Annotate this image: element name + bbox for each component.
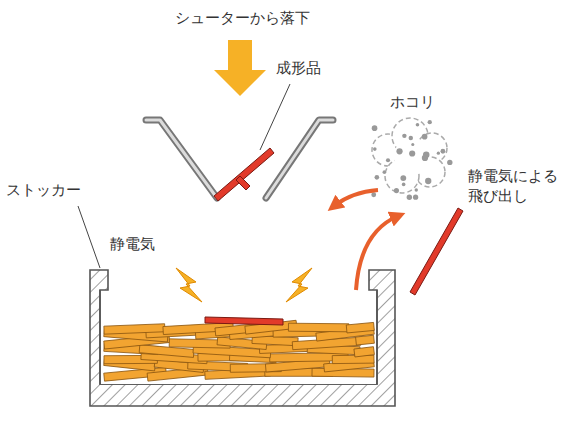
dust-dot [383, 170, 387, 174]
dust-dot [411, 143, 414, 146]
dust-dot [437, 152, 440, 155]
dust-dot [375, 175, 380, 180]
dust-dots [371, 120, 452, 200]
leader-line [78, 206, 100, 268]
dust-dot [402, 134, 406, 138]
label: 成形品 [276, 58, 321, 78]
dust-dot [372, 125, 378, 131]
dust-dot [402, 183, 406, 187]
dust-dot [407, 195, 412, 200]
dust-dot [400, 175, 406, 181]
stocker-inner [100, 290, 377, 384]
dust-dot [413, 195, 418, 200]
dust-cloud [372, 118, 447, 193]
flying-part [410, 208, 463, 295]
stacked-part [354, 347, 374, 357]
stacked-part [332, 355, 374, 364]
label: 静電気による 飛び出し [468, 166, 564, 207]
dust-dot [425, 178, 431, 184]
dust-dot [440, 149, 445, 154]
molded-part [205, 317, 283, 325]
dust-dot [386, 158, 390, 162]
dust-dot [409, 136, 413, 140]
stocker [90, 270, 395, 406]
label: ストッカー [6, 180, 81, 200]
parts-pile [104, 320, 375, 381]
label: ホコリ [390, 92, 435, 112]
dust-dot [416, 123, 420, 127]
label: 静電気 [110, 234, 155, 254]
dust-dot [428, 120, 432, 124]
motion-arrow [334, 190, 378, 206]
stacked-part [356, 335, 375, 345]
stocker-cavity [101, 291, 376, 384]
stacked-part [104, 324, 165, 334]
static-spark [176, 268, 202, 302]
static-spark [286, 268, 312, 302]
stacked-part [288, 323, 348, 332]
dust-dot [396, 148, 402, 154]
dust-dot [371, 192, 376, 197]
dust-dot [422, 134, 428, 140]
leader-line [260, 84, 290, 150]
chute [146, 120, 333, 198]
dust-dot [409, 150, 415, 156]
drop-arrow [214, 40, 266, 96]
stacked-part [346, 322, 374, 333]
dust-dot [447, 160, 452, 165]
label: シューターから落下 [175, 8, 310, 28]
molded-part [214, 148, 274, 201]
dust-dot [423, 151, 429, 157]
dust-dot [373, 147, 377, 151]
dust-dot [394, 188, 399, 193]
dust-dot [415, 188, 418, 191]
